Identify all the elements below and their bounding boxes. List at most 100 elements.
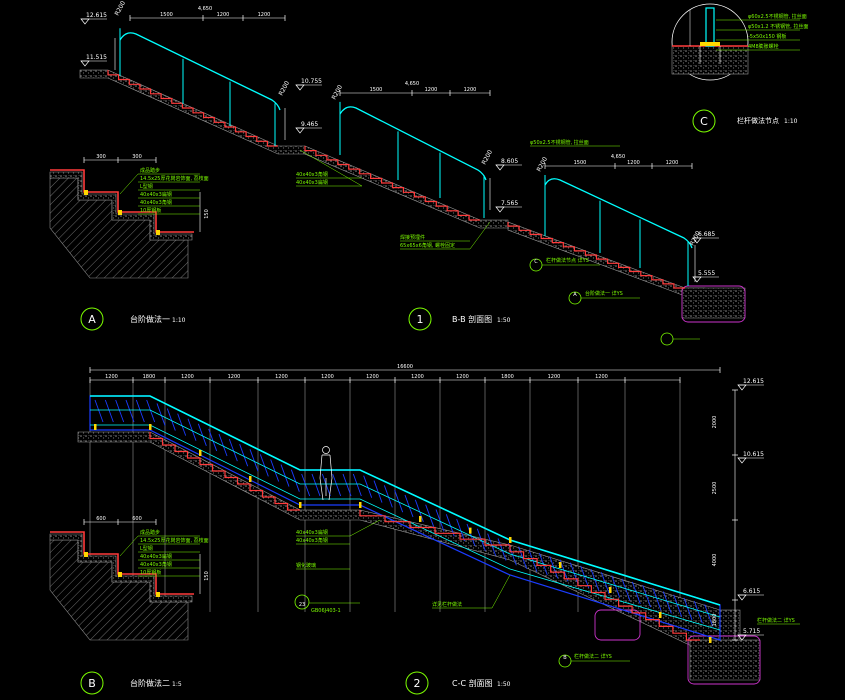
glass-hatch	[125, 399, 135, 423]
title-detail-a: A 台阶做法一 1:10	[80, 307, 186, 331]
level-value: 5.555	[698, 270, 715, 277]
dim-value: 1200	[548, 374, 561, 380]
dim-value: 1500	[370, 87, 383, 93]
glass-hatch	[301, 473, 311, 497]
annotation-text: φ50x2.5不锈钢管, 拉丝面	[530, 139, 589, 146]
callout-foundation	[660, 332, 700, 346]
dim-total: 4,650	[198, 6, 212, 12]
level-triangle	[495, 164, 505, 171]
railing-post-base	[149, 424, 152, 430]
glass-hatch	[249, 449, 259, 472]
dim-value: 1500	[574, 160, 587, 166]
level-value: 8.605	[501, 158, 518, 165]
annotation-text: 详见栏杆做法	[432, 601, 462, 608]
glass-hatch	[466, 523, 476, 547]
annotation-text: 40x40x3角钢	[140, 561, 172, 568]
angle-bracket	[118, 572, 122, 577]
glass-hatch	[342, 473, 352, 497]
leader-line	[299, 149, 363, 187]
glass-hatch	[332, 473, 342, 497]
level-value: 6.685	[698, 231, 715, 238]
vdim-value: 4000	[712, 554, 718, 567]
view-title: B-B 剖面图	[452, 314, 492, 324]
annotation-text: L型钢	[140, 183, 153, 190]
view-scale: 1:10	[172, 317, 186, 324]
level-mark: 10.755	[295, 78, 322, 91]
view-letter: B	[88, 677, 96, 690]
title-section-1: 1 B-B 剖面图 1:50	[408, 307, 511, 331]
dim-total: 16600	[397, 364, 413, 370]
level-value: 6.615	[743, 588, 760, 595]
glass-hatch	[704, 604, 714, 627]
glass-hatch	[425, 504, 435, 527]
dim-value: 1200	[366, 374, 379, 380]
callout-text: 台阶做法一 详YS	[585, 290, 623, 297]
annotation-text: L型钢	[140, 545, 153, 552]
level-value: 7.565	[501, 200, 518, 207]
glass-hatch	[383, 485, 393, 508]
view-title: 台阶做法二	[130, 678, 170, 688]
view-letter: A	[88, 313, 96, 326]
riser-dim-value: 150	[204, 209, 210, 219]
annotation-text: 40x40x3角钢	[296, 171, 328, 178]
glass-hatch	[600, 572, 610, 595]
view-title: 栏杆做法节点	[737, 116, 779, 125]
callout-circle	[660, 332, 674, 346]
view-letter: C	[700, 115, 708, 128]
glass-hatch	[187, 418, 197, 441]
glass-hatch	[373, 480, 383, 503]
dim-value: 1200	[464, 87, 477, 93]
base-plate	[700, 42, 720, 46]
vdim-value: 2500	[712, 482, 718, 495]
annotation-text: 40x40x3扁钢	[296, 529, 328, 536]
annotation-text: 钢化玻璃	[296, 562, 316, 569]
dim-value: 1200	[321, 374, 334, 380]
railing-post-base	[609, 587, 612, 593]
dim-value: 1200	[105, 374, 118, 380]
glass-hatch	[280, 464, 290, 487]
radius-label: R200	[331, 84, 345, 101]
dim-value: 1200	[258, 12, 271, 18]
title-detail-c: C 栏杆做法节点 1:10	[692, 109, 798, 133]
level-triangle	[295, 84, 305, 91]
glass-hatch	[580, 565, 590, 589]
glass-hatch	[218, 433, 228, 457]
level-mark: 5.715	[737, 628, 764, 641]
dim-total: 4,650	[611, 154, 625, 160]
callout-text: 栏杆做法节点 详YS	[546, 257, 589, 264]
view-scale: 1:5	[172, 681, 182, 688]
dim-value: 1200	[627, 160, 640, 166]
railing-callout	[594, 609, 641, 641]
handrail-3	[544, 178, 693, 249]
view-title: 台阶做法一	[130, 314, 170, 324]
steps-flight-3	[507, 222, 685, 289]
level-mark: 6.615	[737, 588, 764, 601]
level-value: 5.715	[743, 628, 760, 635]
title-section-2: 2 C-C 剖面图 1:50	[405, 671, 511, 695]
glass-hatch	[652, 588, 662, 611]
annotation-text: 10厚钢板	[140, 569, 161, 576]
dim-value: 1800	[501, 374, 514, 380]
callout-circle	[294, 594, 310, 610]
annotation-text: φ50x1.2 不锈钢管, 拉丝面	[748, 23, 808, 30]
annotation-text: 成品踏步	[140, 529, 160, 536]
level-triangle	[737, 594, 747, 601]
section-1-stair-slabs	[79, 69, 746, 323]
level-value: 12.615	[86, 12, 107, 19]
steps-flight-lower	[149, 432, 300, 511]
dim-value: 300	[132, 154, 142, 160]
glass-hatch	[146, 399, 156, 423]
glass-hatch	[270, 459, 280, 482]
level-mark: 11.515	[80, 54, 107, 67]
glass-hatch	[683, 597, 693, 621]
section-2-labels: 12.61510.6156.6155.71540x40x3扁钢40x40x3角钢…	[294, 378, 800, 668]
glass-hatch	[445, 514, 455, 537]
